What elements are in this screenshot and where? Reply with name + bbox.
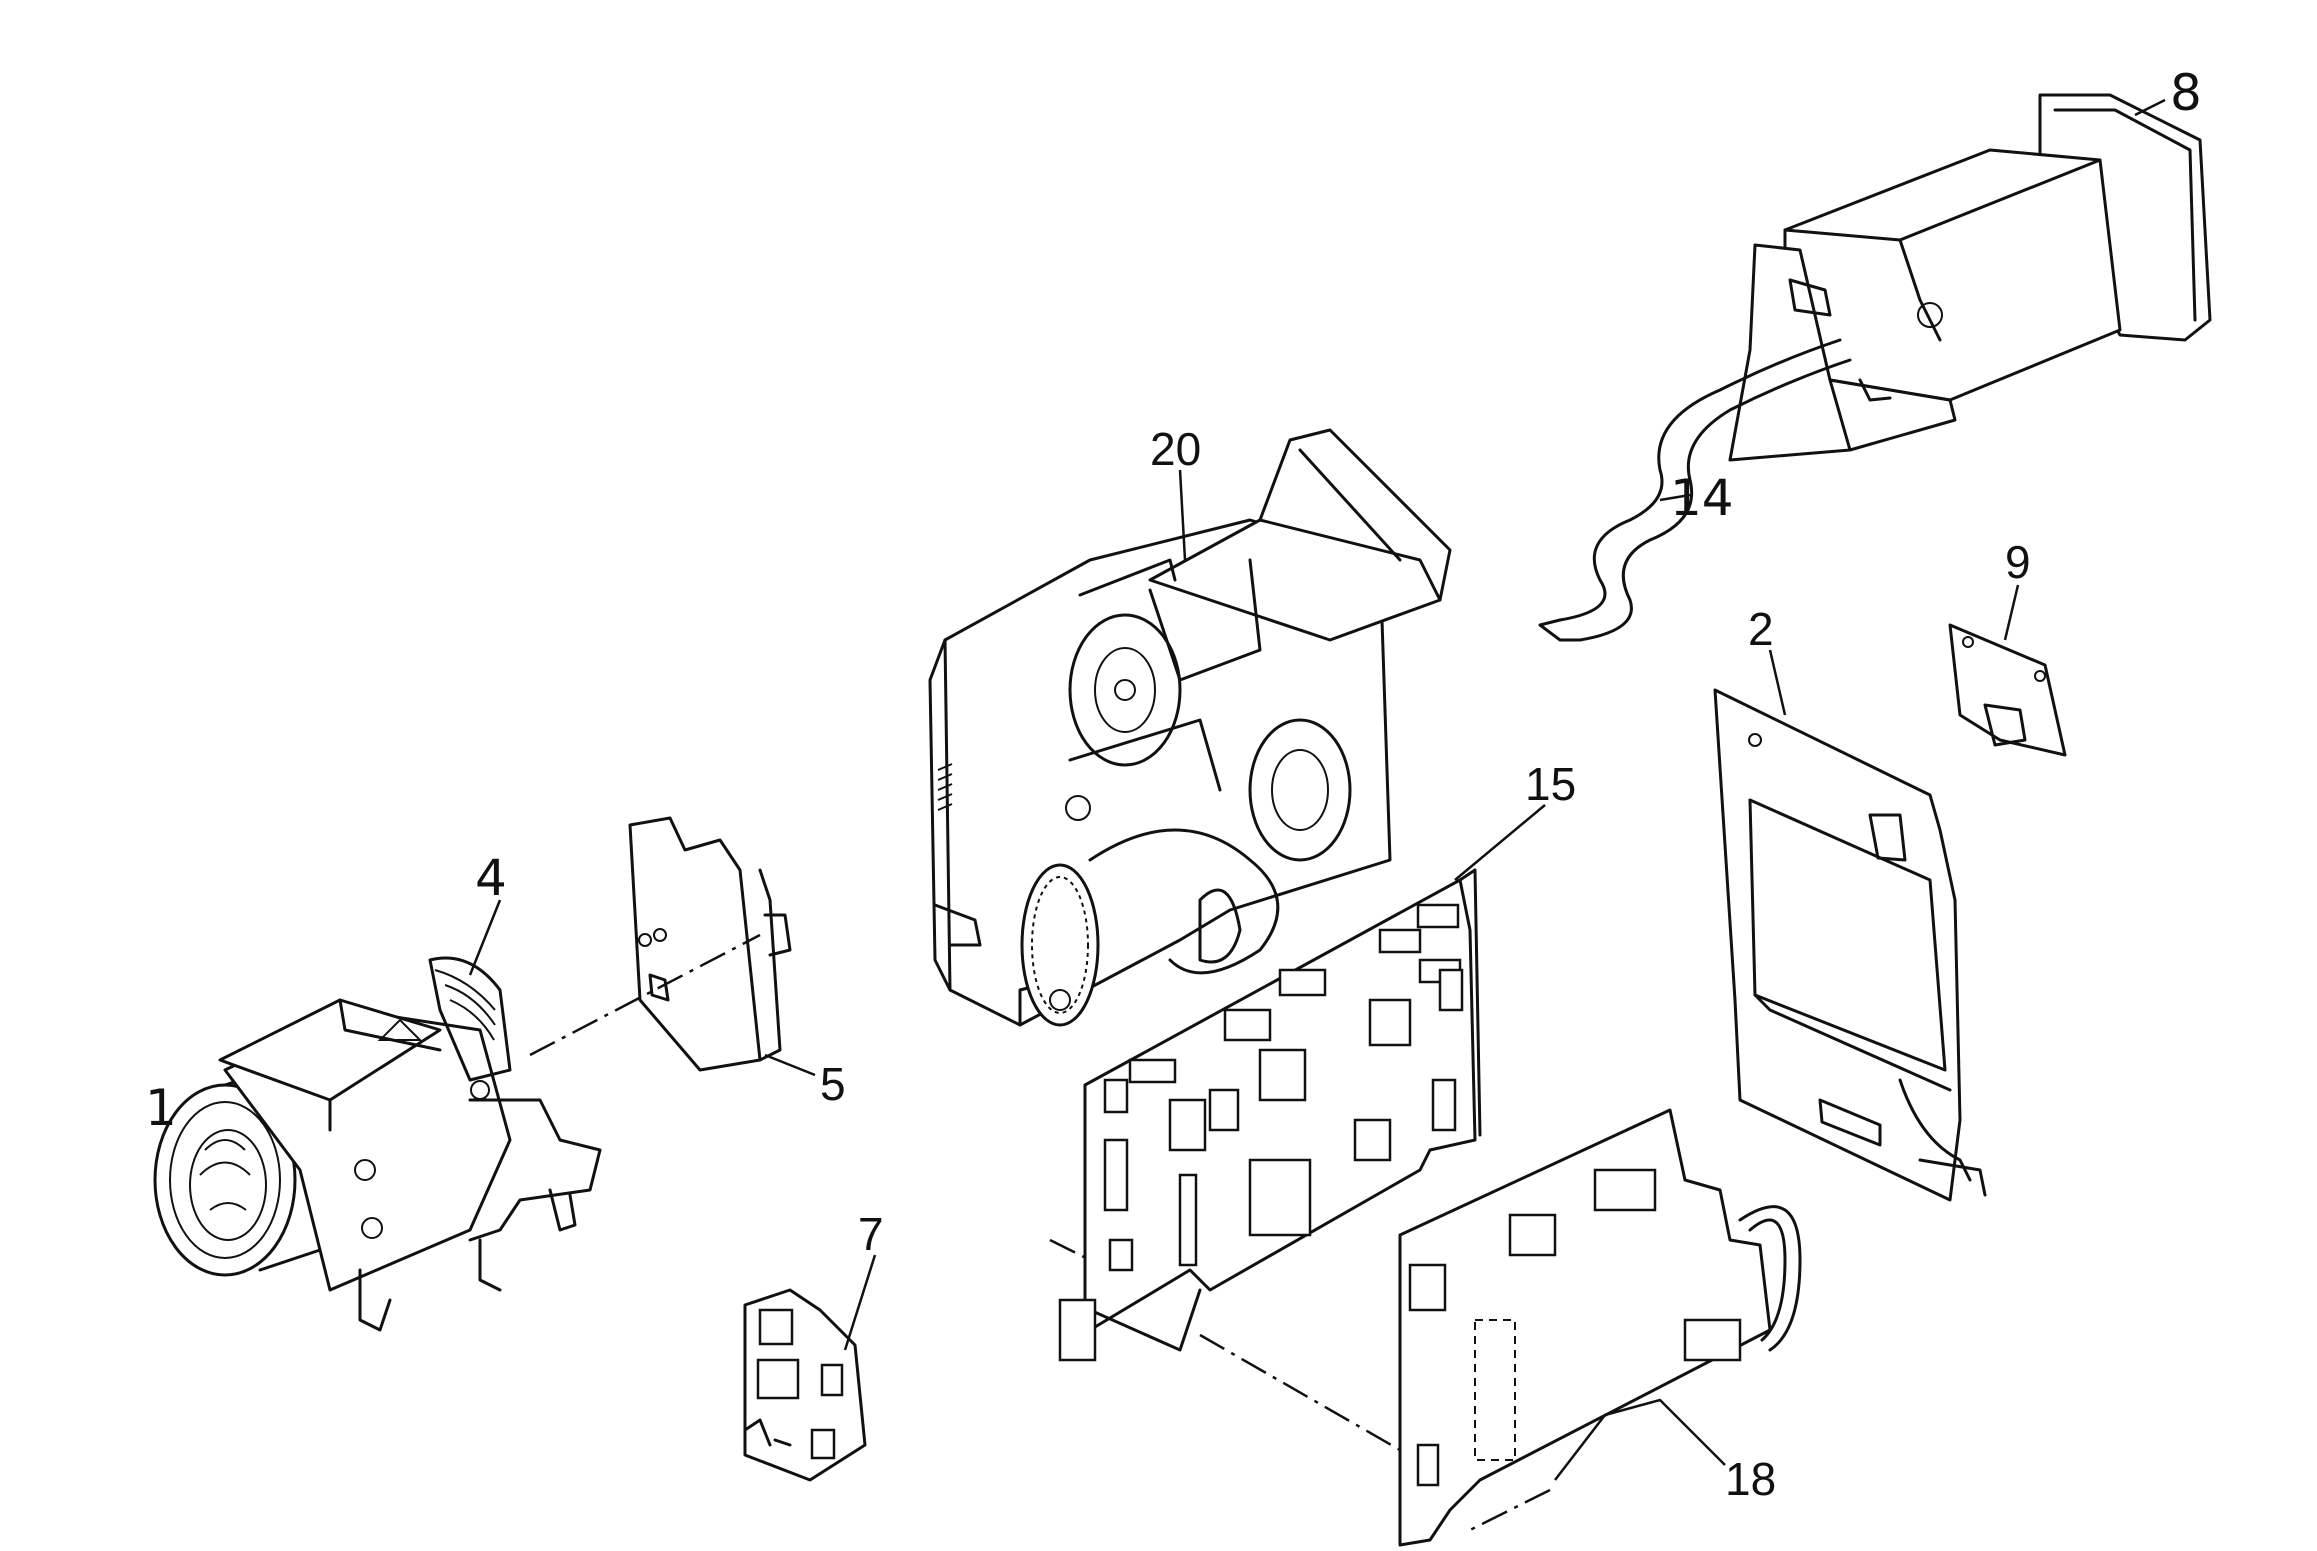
leader-7 [843,1254,877,1351]
leader-4 [468,899,502,976]
leader-2 [1768,649,1787,716]
callout-2: 2 [1748,603,1774,655]
leader-14 [1659,493,1691,502]
part-2-board-with-shield [1713,688,1987,1202]
part-18-lower-board [1398,1108,1802,1547]
alignment-line-main-left [1049,1238,1091,1262]
alignment-line-main-to-lower [1199,1333,1401,1452]
leader-20 [1178,469,1187,561]
part-5-lens-board [628,816,792,1072]
callout-8: 8 [2170,64,2202,122]
callout-4: 4 [475,849,507,907]
callout-5: 5 [820,1058,846,1110]
part-20-tape-mechanism [928,428,1452,1027]
part-8-viewfinder [1728,93,2212,462]
part-9-small-board [1948,623,2067,757]
leader-18 [1554,1398,1726,1481]
alignment-lines [529,933,1551,1532]
callout-7: 7 [858,1208,884,1260]
leader-9 [2003,584,2020,641]
leader-15 [1454,804,1546,881]
callout-14: 14 [1670,469,1734,527]
leader-5 [764,1053,816,1077]
part-15-main-board [1058,868,1482,1362]
callout-20: 20 [1150,423,1201,475]
part-1-lens-assembly [153,956,602,1332]
part-14-flex-cable [1538,338,1852,642]
leader-8 [2134,98,2166,117]
callout-18: 18 [1725,1453,1776,1505]
leader-lines [468,98,2166,1481]
callout-1: 1 [145,1079,177,1137]
callout-15: 15 [1525,758,1576,810]
part-7-switch-board [743,1288,867,1482]
callout-9: 9 [2005,536,2031,588]
alignment-line-lens-to-board [529,933,761,1057]
alignment-line-lower-left [1469,1488,1551,1532]
